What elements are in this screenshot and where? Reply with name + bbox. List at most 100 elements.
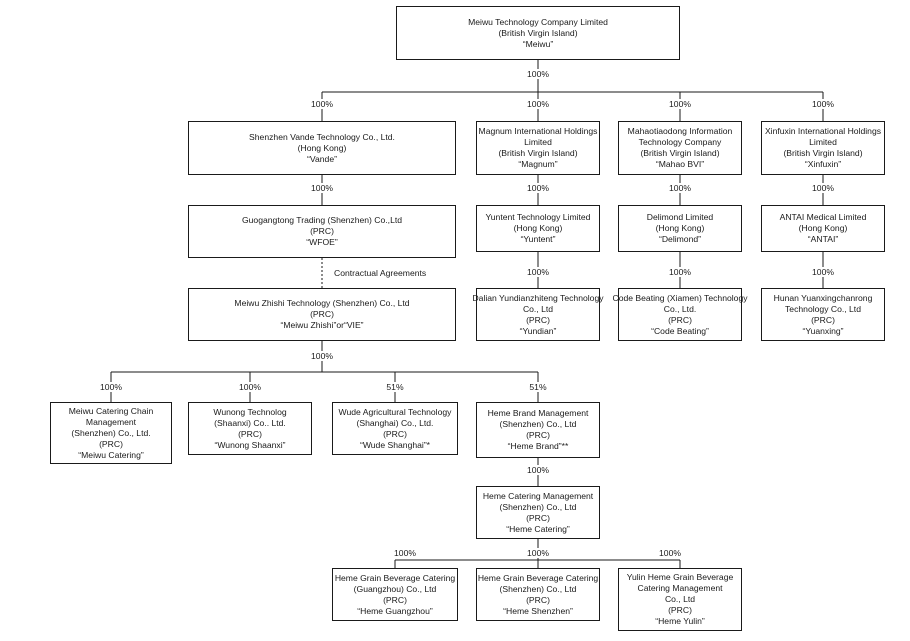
- entity-jurisdiction: (British Virgin Island): [498, 148, 578, 158]
- entity-meiwu: Meiwu Technology Company Limited (Britis…: [396, 6, 680, 60]
- entity-hemecatering: Heme Catering Management (Shenzhen) Co.,…: [476, 486, 600, 539]
- ownership-mahao: 100%: [668, 99, 692, 109]
- entity-vie: Meiwu Zhishi Technology (Shenzhen) Co., …: [188, 288, 456, 341]
- entity-alias: “Heme Catering”: [506, 523, 570, 534]
- ownership-shenzhen: 100%: [526, 548, 550, 558]
- entity-name: Heme Grain Beverage Catering: [334, 572, 456, 583]
- entity-jurisdiction: (Hong Kong): [297, 142, 347, 153]
- entity-name: Meiwu Technology Company Limited: [468, 16, 608, 27]
- entity-alias: “Meiwu Zhishi”or“VIE”: [280, 320, 364, 330]
- entity-guangzhou: Heme Grain Beverage Catering (Guangzhou)…: [332, 568, 458, 621]
- ownership-xinfuxin: 100%: [811, 99, 835, 109]
- entity-name-2: (Shaanxi) Co.. Ltd.: [214, 417, 286, 428]
- entity-jurisdiction: (PRC): [526, 430, 550, 440]
- entity-name: ANTAI Medical Limited: [779, 212, 867, 222]
- ownership-guangzhou: 100%: [393, 548, 417, 558]
- entity-name: Delimond Limited: [646, 212, 714, 222]
- entity-name: Wude Agricultural Technology: [338, 406, 452, 417]
- entity-alias: “Xinfuxin”: [804, 159, 842, 169]
- entity-name-2: (Shenzhen) Co., Ltd: [499, 501, 577, 512]
- entity-jurisdiction: (Hong Kong): [798, 223, 848, 233]
- entity-alias: “Meiwu”: [522, 38, 554, 49]
- ownership-magnum: 100%: [526, 99, 550, 109]
- entity-yuanxing: Hunan Yuanxingchanrong Technology Co., L…: [761, 288, 885, 341]
- entity-jurisdiction: (British Virgin Island): [498, 27, 578, 38]
- entity-name: Xinfuxin International Holdings: [764, 126, 882, 136]
- entity-alias: “Wude Shanghai”*: [359, 439, 431, 450]
- entity-jurisdiction: (PRC): [526, 594, 550, 605]
- entity-jurisdiction: (PRC): [310, 309, 334, 319]
- entity-name-2: (Guangzhou) Co., Ltd: [353, 583, 437, 594]
- ownership-delimond: 100%: [668, 183, 692, 193]
- entity-jurisdiction: (PRC): [668, 314, 692, 325]
- entity-name-2: Co., Ltd.: [663, 303, 697, 314]
- entity-name: Yulin Heme Grain Beverage: [626, 572, 734, 582]
- entity-name-2: Technology Co., Ltd: [785, 303, 861, 314]
- entity-name: Guogangtong Trading (Shenzhen) Co.,Ltd: [241, 215, 403, 225]
- entity-alias: “Heme Yulin”: [655, 616, 705, 626]
- entity-jurisdiction: (PRC): [310, 226, 334, 236]
- entity-jurisdiction: (PRC): [526, 314, 550, 325]
- ownership-antai: 100%: [811, 183, 835, 193]
- entity-alias: “Yuanxing”: [802, 325, 844, 336]
- entity-alias: “Wunong Shaanxi”: [214, 439, 286, 450]
- entity-alias: “ANTAI”: [807, 234, 839, 244]
- entity-wunong: Wunong Technolog (Shaanxi) Co.. Ltd. (PR…: [188, 402, 312, 455]
- entity-name: Meiwu Zhishi Technology (Shenzhen) Co., …: [234, 298, 410, 308]
- ownership-wunong: 100%: [238, 382, 262, 392]
- entity-wfoe: Guogangtong Trading (Shenzhen) Co.,Ltd (…: [188, 205, 456, 258]
- entity-catering: Meiwu Catering Chain Management (Shenzhe…: [50, 402, 172, 464]
- contractual-agreements-label: Contractual Agreements: [334, 268, 427, 278]
- entity-jurisdiction: (PRC): [668, 605, 692, 615]
- ownership-hemebrand: 51%: [528, 382, 548, 392]
- entity-vande: Shenzhen Vande Technology Co., Ltd. (Hon…: [188, 121, 456, 175]
- entity-yundian: Dalian Yundianzhiteng Technology Co., Lt…: [472, 288, 604, 341]
- entity-name-2: Management: [85, 416, 137, 427]
- ownership-hemecatering: 100%: [526, 465, 550, 475]
- entity-name-2: (Shenzhen) Co., Ltd: [499, 583, 577, 594]
- ownership-catering: 100%: [99, 382, 123, 392]
- entity-name: Shenzhen Vande Technology Co., Ltd.: [249, 131, 395, 142]
- entity-jurisdiction: (PRC): [811, 314, 835, 325]
- entity-alias: “Vande”: [307, 153, 337, 164]
- entity-name: Yuntent Technology Limited: [485, 212, 591, 222]
- ownership-yuanxing: 100%: [811, 267, 835, 277]
- entity-mahao: Mahaotiaodong Information Technology Com…: [618, 121, 742, 175]
- entity-name-2: Limited: [809, 137, 837, 147]
- entity-hemebrand: Heme Brand Management (Shenzhen) Co., Lt…: [476, 402, 600, 458]
- entity-jurisdiction: (PRC): [383, 594, 407, 605]
- entity-alias: “Delimond”: [658, 234, 702, 244]
- ownership-yuntent: 100%: [526, 183, 550, 193]
- entity-yuntent: Yuntent Technology Limited (Hong Kong) “…: [476, 205, 600, 252]
- entity-alias: “Heme Shenzhen”: [503, 605, 573, 616]
- entity-alias: “Heme Guangzhou”: [357, 605, 433, 616]
- entity-name-2: Catering Management: [637, 583, 723, 593]
- entity-jurisdiction: (PRC): [238, 428, 262, 439]
- entity-name-3: (Shenzhen) Co., Ltd.: [71, 427, 151, 438]
- ownership-wude: 51%: [385, 382, 405, 392]
- entity-alias: “Mahao BVI”: [655, 159, 705, 169]
- entity-name: Mahaotiaodong Information: [627, 126, 733, 136]
- entity-alias: “Magnum”: [518, 159, 558, 169]
- entity-name-2: (Shanghai) Co., Ltd.: [356, 417, 434, 428]
- entity-jurisdiction: (PRC): [99, 438, 123, 449]
- entity-delimond: Delimond Limited (Hong Kong) “Delimond”: [618, 205, 742, 252]
- ownership-vie-total: 100%: [310, 351, 334, 361]
- entity-name: Magnum International Holdings: [478, 126, 598, 136]
- entity-name: Heme Catering Management: [482, 490, 594, 501]
- entity-name: Hunan Yuanxingchanrong: [773, 292, 873, 303]
- ownership-wfoe: 100%: [310, 183, 334, 193]
- entity-name: Heme Grain Beverage Catering: [477, 572, 599, 583]
- ownership-meiwu-total: 100%: [526, 69, 550, 79]
- entity-name: Dalian Yundianzhiteng Technology: [472, 292, 604, 303]
- entity-alias: “Yundian”: [519, 325, 557, 336]
- entity-antai: ANTAI Medical Limited (Hong Kong) “ANTAI…: [761, 205, 885, 252]
- entity-name-2: Co., Ltd: [522, 303, 554, 314]
- entity-alias: “Code Beating”: [651, 325, 709, 336]
- entity-alias: “Yuntent”: [520, 234, 556, 244]
- entity-shenzhen: Heme Grain Beverage Catering (Shenzhen) …: [476, 568, 600, 621]
- entity-name-2: Technology Company: [638, 137, 722, 147]
- entity-name: Code Beating (Xiamen) Technology: [612, 292, 748, 303]
- entity-codebeating: Code Beating (Xiamen) Technology Co., Lt…: [612, 288, 748, 341]
- entity-magnum: Magnum International Holdings Limited (B…: [476, 121, 600, 175]
